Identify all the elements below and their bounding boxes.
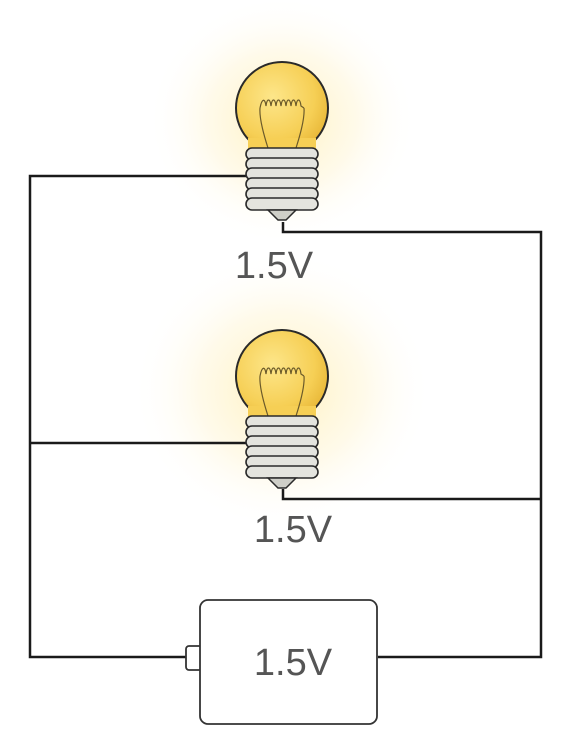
light-bulb-icon bbox=[235, 61, 329, 221]
circuit-wires bbox=[28, 174, 543, 659]
light-bulb-icon bbox=[235, 329, 329, 489]
wire-right-rail bbox=[281, 222, 543, 659]
wire-left-rail bbox=[28, 174, 248, 659]
bulb-2-voltage-label: 1.5V bbox=[254, 509, 333, 551]
battery-body bbox=[199, 599, 378, 725]
battery-voltage-label: 1.5V bbox=[254, 642, 333, 684]
wire-right-branch bbox=[281, 489, 541, 501]
bulb-1-voltage-label: 1.5V bbox=[235, 245, 314, 287]
battery-icon bbox=[185, 599, 378, 725]
